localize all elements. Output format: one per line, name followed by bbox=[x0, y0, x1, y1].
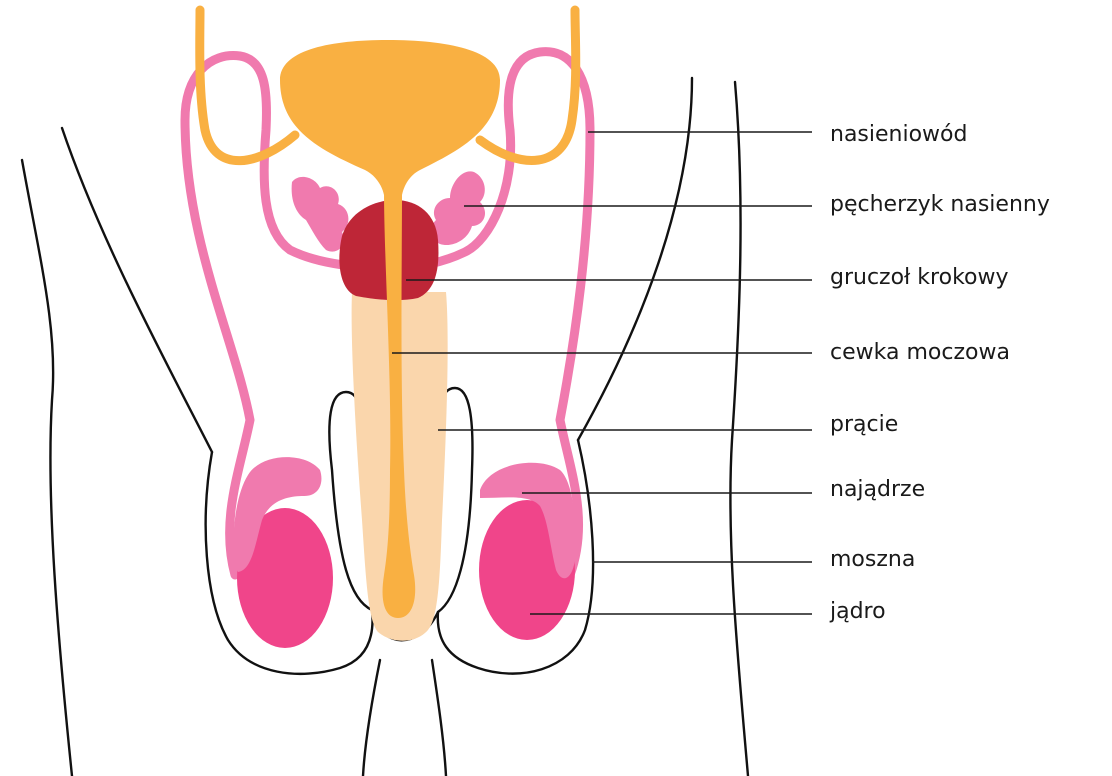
bladder bbox=[280, 40, 500, 195]
leg-right-inner bbox=[432, 660, 446, 776]
seminal-vesicle-right bbox=[431, 171, 485, 245]
leg-left-inner bbox=[363, 660, 380, 776]
body-outline-right-outer bbox=[730, 82, 748, 776]
label-seminal-vesicle: pęcherzyk nasienny bbox=[830, 193, 1050, 217]
label-prostate: gruczoł krokowy bbox=[830, 266, 1009, 290]
label-penis: prącie bbox=[830, 413, 898, 437]
label-epididymis: najądrze bbox=[830, 478, 925, 502]
label-urethra: cewka moczowa bbox=[830, 341, 1010, 365]
label-testis: jądro bbox=[830, 600, 886, 624]
seminal-vesicle-left bbox=[292, 177, 349, 252]
label-vas-deferens: nasieniowód bbox=[830, 123, 967, 147]
label-scrotum: moszna bbox=[830, 548, 915, 572]
body-outline-left-outer bbox=[22, 160, 72, 776]
